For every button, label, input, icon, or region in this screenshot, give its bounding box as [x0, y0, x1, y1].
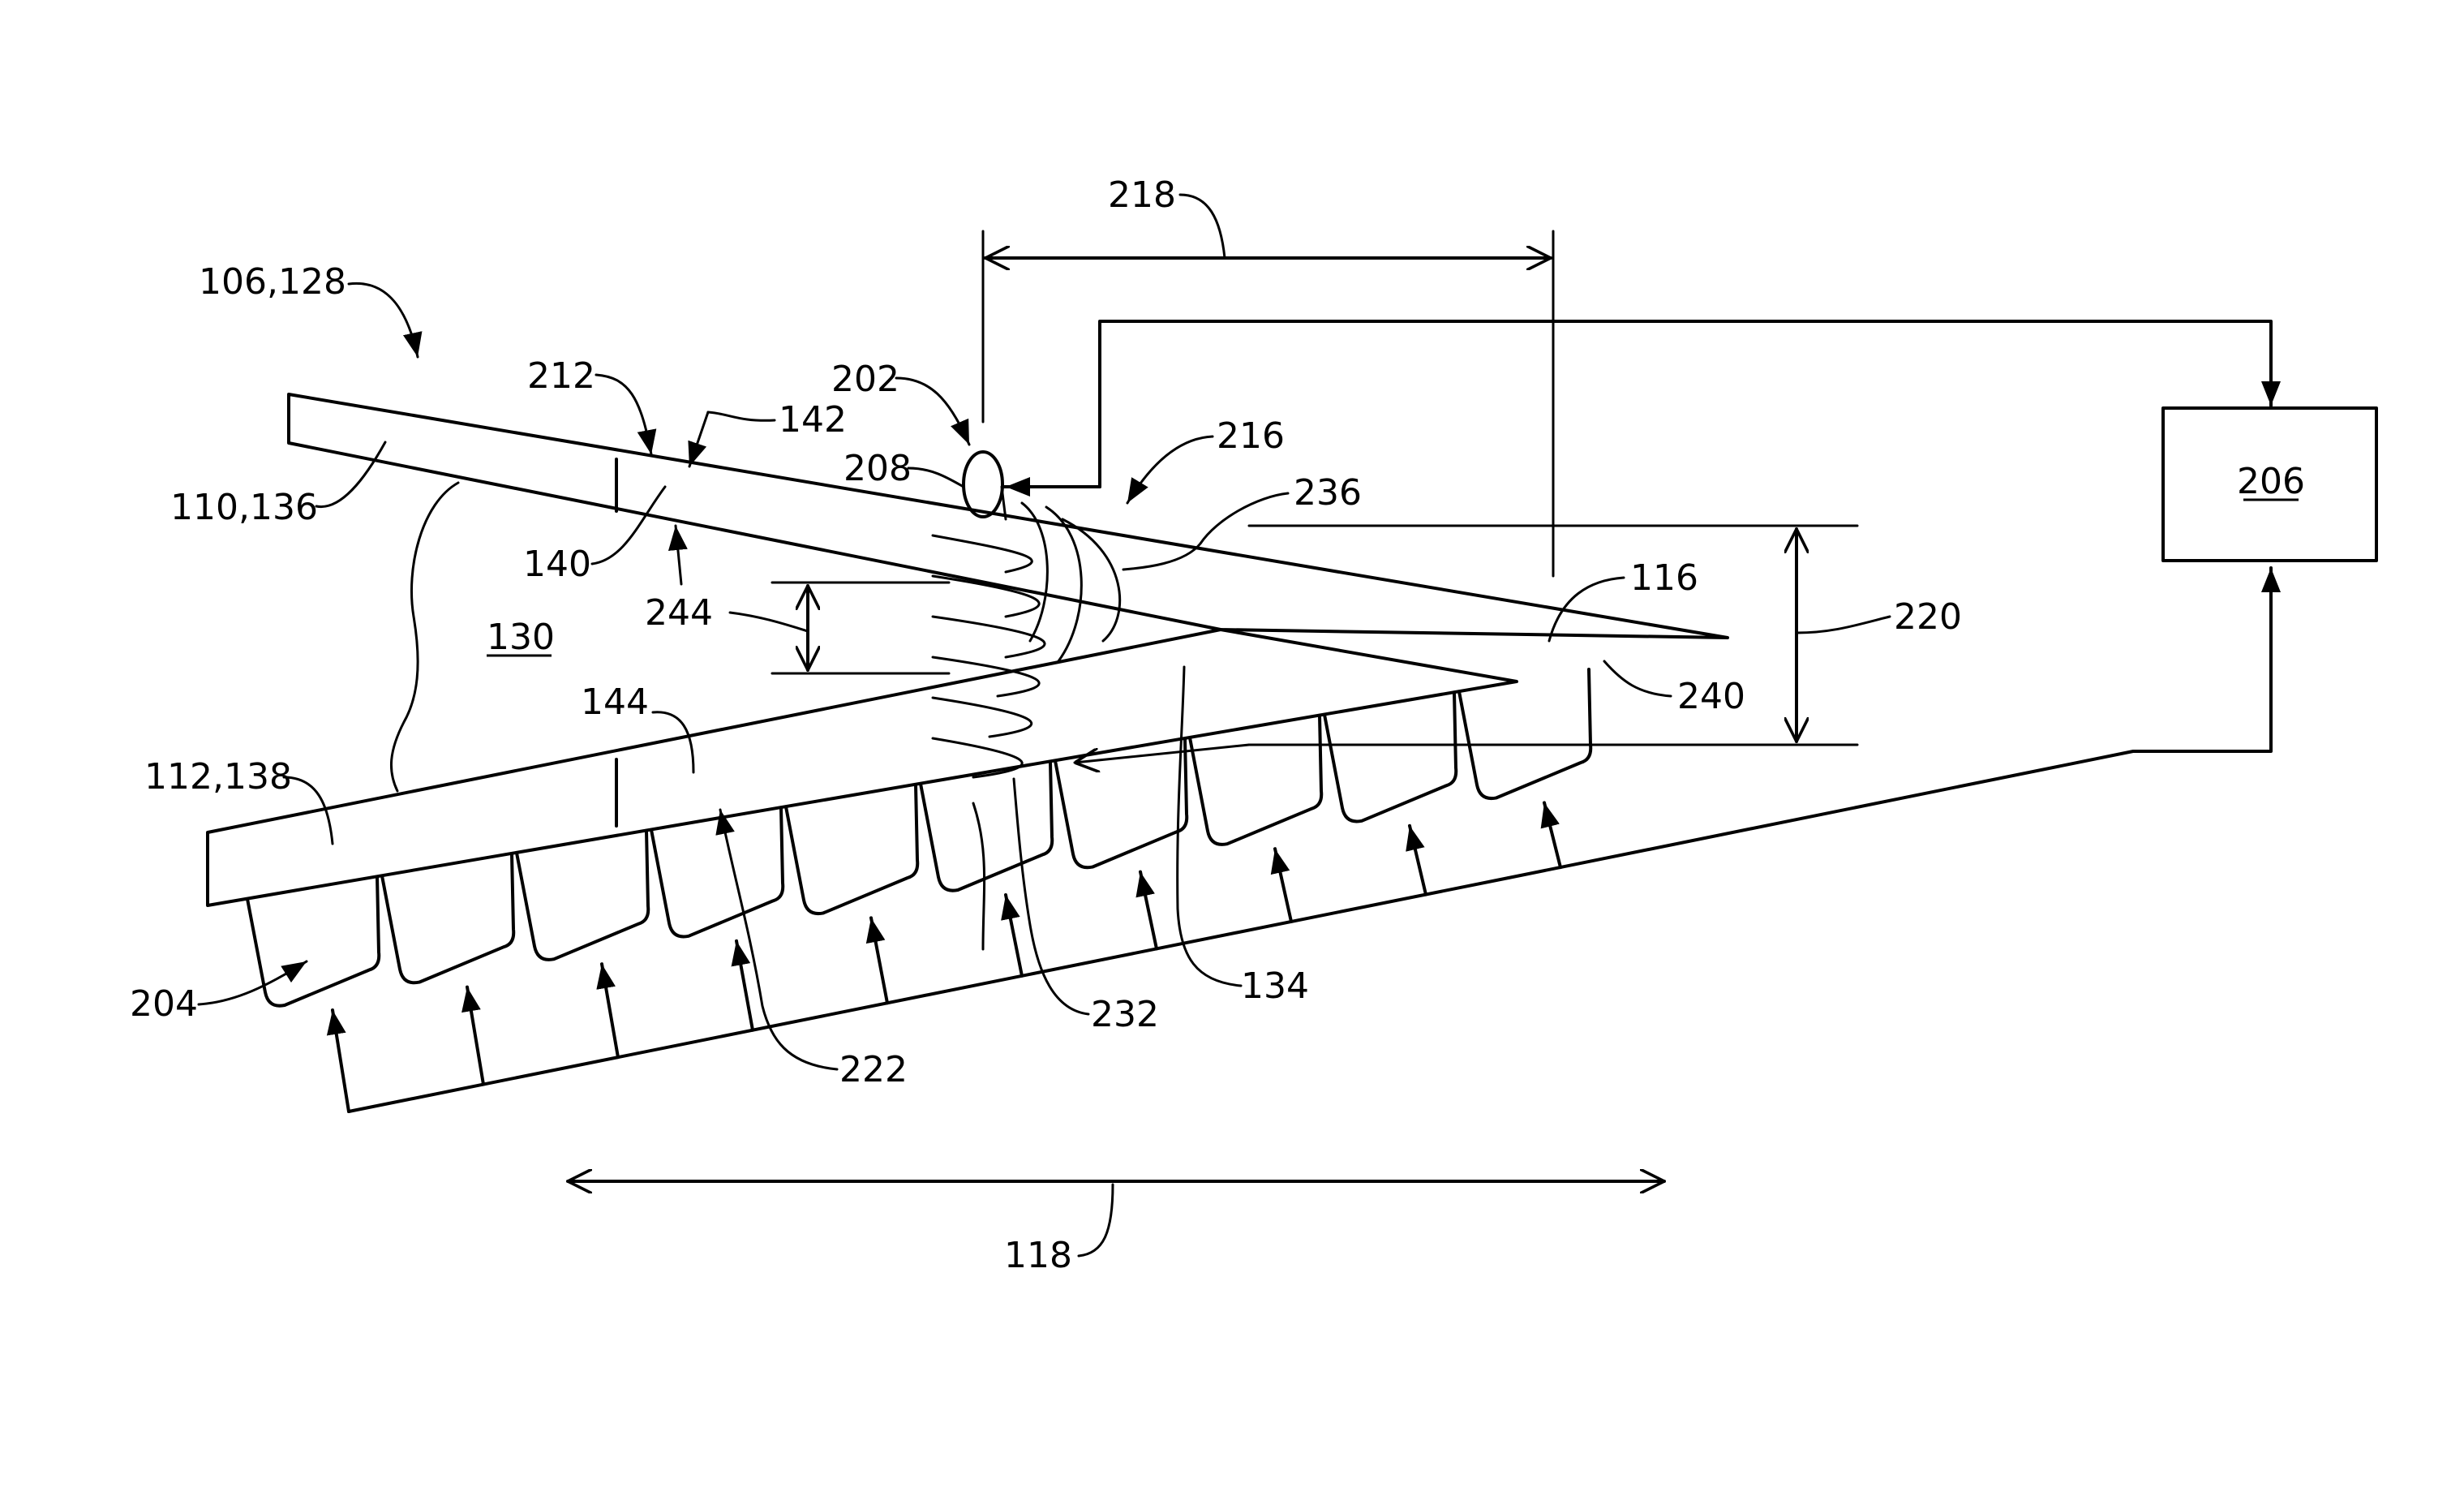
- heater-arrow: [1410, 826, 1426, 895]
- label-130: 130: [487, 617, 555, 658]
- label-140: 140: [523, 544, 591, 585]
- label-236: 236: [1294, 472, 1362, 514]
- label-112-138: 112,138: [144, 756, 292, 798]
- controller-label: 206: [2237, 461, 2305, 502]
- label-208: 208: [844, 448, 912, 489]
- heater-arrows: [333, 802, 1560, 1111]
- label-202: 202: [831, 359, 899, 400]
- label-118: 118: [1004, 1235, 1072, 1276]
- heater-arrow: [1544, 802, 1560, 867]
- label-222: 222: [839, 1049, 908, 1090]
- label-240: 240: [1677, 676, 1745, 717]
- label-106-128: 106,128: [199, 261, 346, 303]
- heater-arrow: [467, 987, 483, 1085]
- label-144: 144: [581, 682, 649, 723]
- heater-arrow: [602, 964, 618, 1057]
- controller-box: 206: [1509, 408, 2376, 878]
- heater-arrow: [736, 941, 753, 1030]
- label-116: 116: [1630, 557, 1698, 599]
- dimension-218: 218: [983, 174, 1553, 576]
- label-142: 142: [779, 399, 847, 441]
- label-232: 232: [1091, 994, 1159, 1035]
- label-218: 218: [1108, 174, 1176, 216]
- heater-arrow: [1140, 872, 1157, 949]
- dimension-244: 244: [645, 583, 949, 673]
- heater-arrow: [333, 1010, 349, 1111]
- label-110-136: 110,136: [170, 487, 318, 528]
- upper-sheet: [289, 394, 1728, 638]
- interior-boundary: [391, 483, 458, 791]
- label-244: 244: [645, 592, 713, 634]
- label-220: 220: [1894, 596, 1962, 638]
- heater-arrow: [1006, 895, 1022, 976]
- field-lines: [933, 452, 1120, 777]
- controller-link: [1002, 321, 2271, 487]
- label-216: 216: [1217, 415, 1285, 457]
- label-134: 134: [1241, 965, 1309, 1007]
- dimension-118: 118: [568, 1181, 1664, 1276]
- heater-arrow: [871, 918, 887, 1003]
- label-212: 212: [527, 355, 595, 397]
- heater-array: [247, 669, 1590, 1006]
- leaders: 106,128 110,136 212 142 140 202 208 216 …: [130, 261, 1745, 1090]
- label-204: 204: [130, 983, 198, 1025]
- heater-arrow: [1275, 849, 1291, 922]
